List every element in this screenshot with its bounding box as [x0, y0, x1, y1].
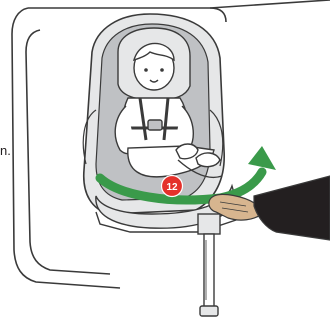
support-leg	[198, 214, 220, 316]
hand-icon	[209, 176, 330, 240]
step-number-text: 12	[166, 182, 178, 193]
step-number-badge: 12	[162, 176, 183, 197]
